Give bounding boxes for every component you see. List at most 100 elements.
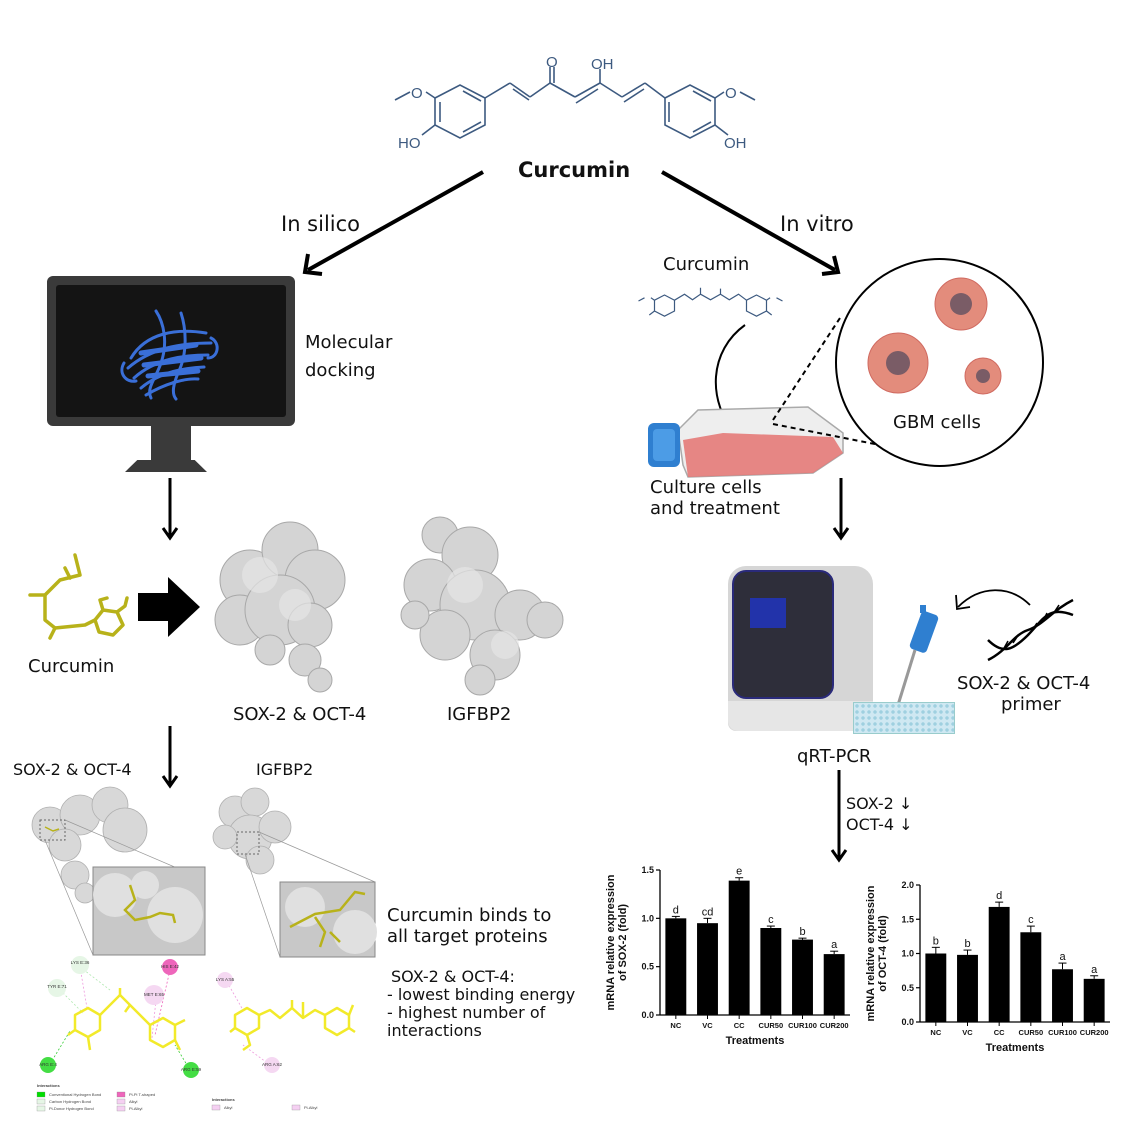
significance-label: c xyxy=(1028,914,1034,926)
y-tick-label: 1.5 xyxy=(641,865,654,875)
arrow-head-left xyxy=(302,253,323,276)
y-axis-label: mRNA relative expression xyxy=(605,874,617,1010)
monitor-label-line1: Molecular xyxy=(305,332,393,353)
residue-his-e42: HIS E:42 xyxy=(161,964,180,969)
significance-label: a xyxy=(831,939,838,951)
y-tick-label: 1.0 xyxy=(641,913,654,923)
x-tick-label: CUR100 xyxy=(788,1021,817,1030)
result-oct4: OCT-4 ↓ xyxy=(846,815,913,834)
bar xyxy=(760,928,782,1015)
detail-item: - lowest binding energy xyxy=(387,985,576,1004)
summary-line1: Curcumin binds to xyxy=(387,905,552,926)
protein-label-sox2-oct4: SOX-2 & OCT-4 xyxy=(233,704,367,725)
bar xyxy=(697,923,718,1015)
x-tick-label: CUR100 xyxy=(1048,1028,1077,1037)
svg-text:Interactions: Interactions xyxy=(212,1097,235,1102)
instrument-label: qRT-PCR xyxy=(797,746,872,767)
pipette-icon xyxy=(896,605,939,706)
svg-text:Interactions: Interactions xyxy=(37,1083,60,1088)
significance-label: b xyxy=(799,926,805,938)
x-tick-label: VC xyxy=(962,1028,973,1037)
zoom-dashed-lines xyxy=(772,317,891,448)
down-arrow xyxy=(832,478,850,541)
culture-flask-icon xyxy=(648,406,844,478)
gbm-cell-icon xyxy=(867,332,929,394)
y-axis-label: of SOX-2 (fold) xyxy=(617,904,629,981)
compound-label: Curcumin xyxy=(663,254,750,275)
primer-label-line2: primer xyxy=(1001,694,1061,715)
arrow-in-silico xyxy=(307,170,484,272)
atom-oh-enol: OH xyxy=(591,56,614,73)
well-plate-icon xyxy=(853,702,955,734)
significance-label: d xyxy=(996,890,1002,902)
residue-met-e65: MET E:65 xyxy=(144,992,164,997)
docked-complex-sox2-oct4 xyxy=(31,786,206,956)
residue-arg-e4: ARG E:4 xyxy=(39,1062,57,1067)
x-tick-label: CUR200 xyxy=(820,1021,849,1030)
qpcr-base xyxy=(728,701,873,731)
protein-surface-sox2-oct4 xyxy=(214,521,346,693)
interaction-legend-left: Interactions Conventional Hydrogen Bond … xyxy=(36,1083,155,1112)
summary-line2: all target proteins xyxy=(387,926,548,947)
detail-heading: SOX-2 & OCT-4: xyxy=(391,967,515,986)
down-arrow xyxy=(161,726,179,789)
x-axis-label: Treatments xyxy=(726,1035,785,1047)
branch-arrows xyxy=(302,170,841,276)
y-axis-label: of OCT-4 (fold) xyxy=(877,915,889,992)
culture-label-line2: and treatment xyxy=(650,498,780,519)
result-sox2: SOX-2 ↓ xyxy=(846,794,913,813)
legend-item: Pi-Donor Hydrogen Bond xyxy=(49,1106,94,1111)
legend-item: Pi-Alkyl xyxy=(304,1105,317,1110)
docked-complex-igfbp2 xyxy=(212,787,377,958)
bar xyxy=(792,939,813,1015)
x-tick-label: VC xyxy=(702,1021,713,1030)
atom-o-ketone: O xyxy=(546,54,558,71)
y-tick-label: 0.0 xyxy=(641,1010,654,1020)
molecule-title: Curcumin xyxy=(518,158,631,182)
bar xyxy=(1020,932,1042,1022)
complex-label-igfbp2: IGFBP2 xyxy=(256,760,314,779)
significance-label: e xyxy=(736,866,742,878)
x-tick-label: CUR50 xyxy=(759,1021,784,1030)
protein-surface-igfbp2 xyxy=(400,516,564,696)
cells-label: GBM cells xyxy=(893,412,981,433)
branch-label-in-vitro: In vitro xyxy=(780,212,854,236)
monitor-label-line2: docking xyxy=(305,360,376,381)
bar xyxy=(665,918,687,1015)
y-tick-label: 1.5 xyxy=(901,914,914,924)
bar xyxy=(1052,969,1073,1022)
culture-label-line1: Culture cells xyxy=(650,477,762,498)
arrow-in-vitro xyxy=(661,170,836,272)
y-tick-label: 0.5 xyxy=(641,962,654,972)
legend-item: Carbon Hydrogen Bond xyxy=(49,1099,91,1104)
significance-label: cd xyxy=(702,906,714,918)
bar xyxy=(728,880,750,1015)
y-tick-label: 0.0 xyxy=(901,1017,914,1027)
qpcr-front-panel xyxy=(732,570,834,699)
residue-lys-e36: LYS E:36 xyxy=(71,960,90,965)
detail-item: - highest number of xyxy=(387,1003,546,1022)
ligand-label: Curcumin xyxy=(28,656,115,677)
y-tick-label: 1.0 xyxy=(901,949,914,959)
atom-o: O xyxy=(725,85,737,102)
y-axis-label: mRNA relative expression xyxy=(865,885,877,1021)
bar xyxy=(925,953,947,1022)
block-arrow-icon xyxy=(138,577,200,637)
gbm-cells-circle xyxy=(835,258,1044,467)
x-tick-label: NC xyxy=(670,1021,681,1030)
residue-arg-a62: ARG A:62 xyxy=(262,1062,283,1067)
significance-label: a xyxy=(1059,951,1066,963)
legend-item: Alkyl xyxy=(129,1099,138,1104)
monitor xyxy=(47,276,295,472)
arrow-head-right xyxy=(821,255,841,276)
interaction-legend-right: Interactions Alkyl Pi-Alkyl xyxy=(211,1097,317,1111)
protein-label-igfbp2: IGFBP2 xyxy=(447,704,512,725)
y-tick-label: 2.0 xyxy=(901,880,914,890)
x-tick-label: CUR50 xyxy=(1019,1028,1044,1037)
legend-item: Pi-Pi T-shaped xyxy=(129,1092,155,1097)
residue-lys-a55: LYS A:55 xyxy=(216,977,235,982)
curved-arrow xyxy=(955,589,1031,611)
gbm-cell-icon xyxy=(964,357,1002,395)
